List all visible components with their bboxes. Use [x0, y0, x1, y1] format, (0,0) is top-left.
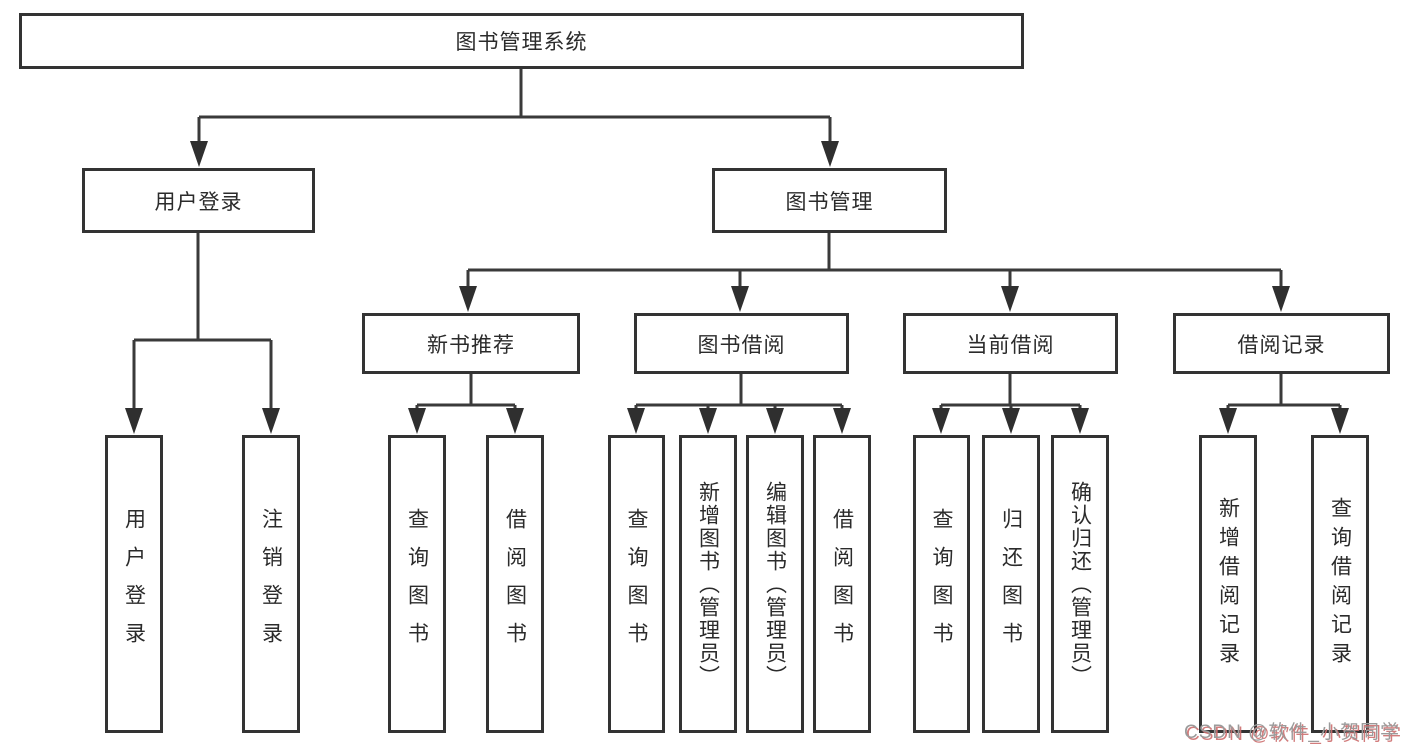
leaf-logout: 注销登录 [242, 435, 300, 733]
leaf-label: 新增借阅记录 [1216, 497, 1240, 671]
leaf-add-books-admin: 新增图书（管理员） [679, 435, 737, 733]
leaf-label: 新增图书（管理员） [696, 480, 720, 688]
leaf-query-borrow-record: 查询借阅记录 [1311, 435, 1369, 733]
leaf-label: 借阅图书 [830, 508, 854, 660]
node-user-login-group: 用户登录 [82, 168, 315, 233]
leaf-query-books-borrow: 查询图书 [608, 435, 665, 733]
leaf-label: 查询图书 [405, 508, 429, 660]
leaf-user-login: 用户登录 [105, 435, 163, 733]
leaf-confirm-return-admin: 确认归还（管理员） [1051, 435, 1109, 733]
node-label: 图书管理系统 [455, 31, 588, 54]
leaf-label: 查询借阅记录 [1328, 497, 1352, 671]
node-label: 借阅记录 [1237, 333, 1326, 357]
leaf-add-borrow-record: 新增借阅记录 [1199, 435, 1257, 733]
node-label: 新书推荐 [427, 333, 515, 357]
leaf-label: 查询图书 [625, 508, 648, 660]
node-book-management: 图书管理 [712, 168, 947, 233]
leaf-query-books-recommend: 查询图书 [388, 435, 446, 733]
leaf-label: 注销登录 [259, 508, 283, 660]
node-label: 当前借阅 [966, 333, 1055, 357]
node-current-borrow: 当前借阅 [903, 313, 1118, 374]
leaf-label: 归还图书 [999, 508, 1023, 660]
leaf-label: 用户登录 [122, 508, 146, 660]
leaf-label: 确认归还（管理员） [1068, 480, 1092, 688]
node-book-borrow: 图书借阅 [634, 313, 849, 374]
leaf-return-books: 归还图书 [982, 435, 1040, 733]
node-label: 图书管理 [785, 190, 874, 214]
node-root-system: 图书管理系统 [19, 13, 1024, 69]
csdn-watermark: CSDN @软件_小贺同学 [1184, 722, 1400, 743]
node-borrow-records: 借阅记录 [1173, 313, 1390, 374]
node-label: 用户登录 [154, 190, 243, 214]
leaf-borrow-books-recommend: 借阅图书 [486, 435, 544, 733]
arrowheads [125, 141, 1349, 434]
node-new-book-recommend: 新书推荐 [362, 313, 580, 374]
node-label: 图书借阅 [697, 333, 786, 357]
leaf-borrow-books: 借阅图书 [813, 435, 871, 733]
leaf-label: 查询图书 [930, 508, 953, 660]
leaf-label: 借阅图书 [503, 508, 527, 660]
leaf-query-books-current: 查询图书 [913, 435, 970, 733]
leaf-edit-books-admin: 编辑图书（管理员） [746, 435, 804, 733]
leaf-label: 编辑图书（管理员） [763, 480, 787, 688]
